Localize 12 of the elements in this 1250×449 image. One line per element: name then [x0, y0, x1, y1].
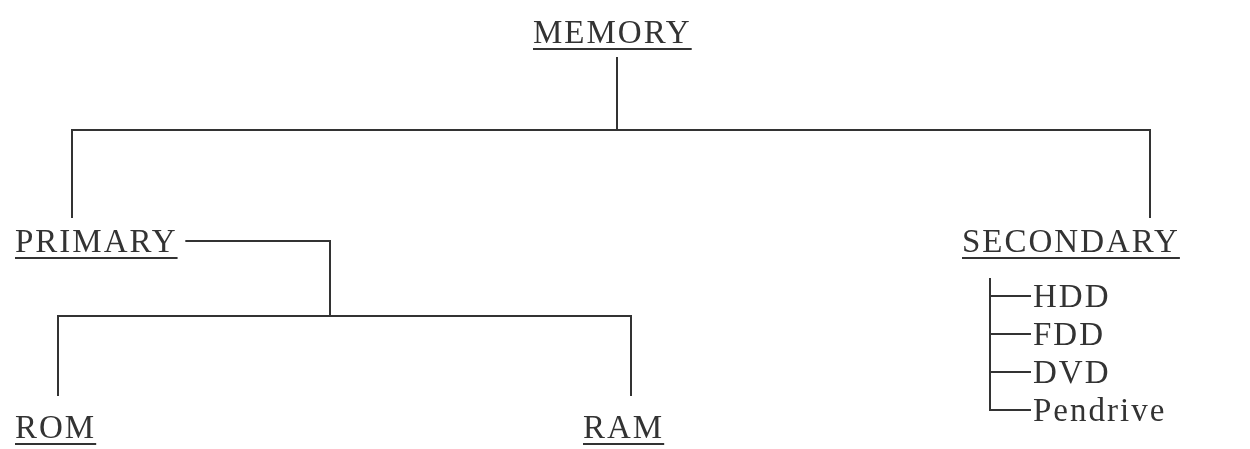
category-label: MEMORY	[533, 13, 692, 51]
category-label: RAM	[583, 408, 665, 446]
connector-line	[616, 56, 1151, 219]
item-label: FDD	[1033, 315, 1106, 353]
category-label: SECONDARY	[962, 222, 1180, 260]
category-label: PRIMARY	[15, 222, 178, 260]
item-label: HDD	[1033, 277, 1111, 315]
category-label: ROM	[15, 408, 97, 446]
item-label: DVD	[1033, 353, 1111, 391]
connector-line	[989, 277, 1032, 411]
connector-line	[184, 240, 632, 397]
item-label: Pendrive	[1033, 391, 1167, 429]
